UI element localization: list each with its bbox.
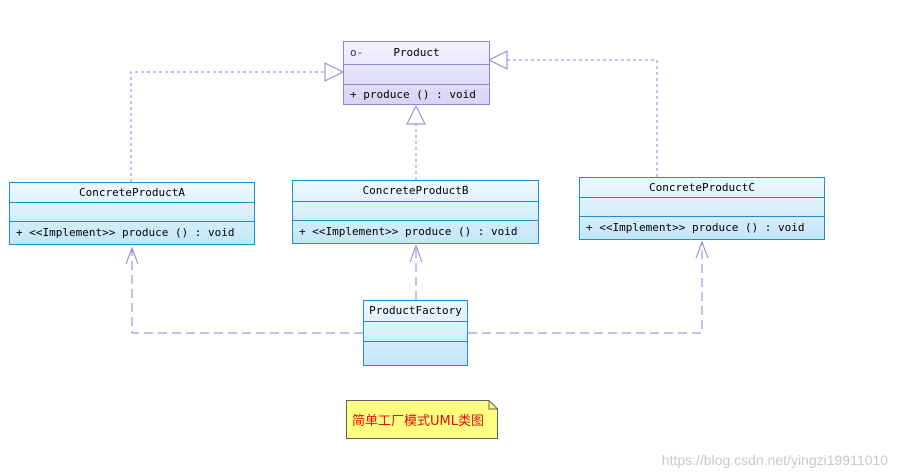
realization-arrowhead-a (324, 62, 345, 82)
concrete-product-a-operation: + <<Implement>> produce () : void (16, 226, 235, 239)
product-factory-operations-row (364, 342, 467, 365)
concrete-product-b-name-row: ConcreteProductB (293, 181, 538, 202)
watermark: https://blog.csdn.net/yingzi19911010 (661, 452, 888, 468)
dependency-arrowhead-c (695, 240, 709, 259)
realization-arrowhead-c (487, 50, 508, 70)
realization-line-c (507, 59, 658, 177)
concrete-product-a-operations-row: + <<Implement>> produce () : void (10, 222, 254, 244)
product-class-name: Product (393, 46, 440, 59)
product-interface-box[interactable]: o- Product + produce () : void (343, 41, 490, 105)
concrete-product-c-box[interactable]: ConcreteProductC + <<Implement>> produce… (579, 177, 825, 240)
dependency-arrowhead-a (125, 246, 139, 265)
concrete-product-a-box[interactable]: ConcreteProductA + <<Implement>> produce… (9, 182, 255, 245)
concrete-product-c-operation: + <<Implement>> produce () : void (586, 221, 805, 234)
product-operations-row: + produce () : void (344, 85, 489, 104)
product-factory-name: ProductFactory (369, 304, 462, 317)
product-factory-attributes-row (364, 322, 467, 342)
dependency-arrowhead-b (409, 244, 423, 263)
dependency-line-a (131, 248, 363, 334)
concrete-product-a-name: ConcreteProductA (79, 186, 185, 199)
concrete-product-b-attributes-row (293, 202, 538, 221)
product-factory-name-row: ProductFactory (364, 301, 467, 322)
concrete-product-c-name-row: ConcreteProductC (580, 178, 824, 198)
concrete-product-c-name: ConcreteProductC (649, 181, 755, 194)
concrete-product-c-attributes-row (580, 198, 824, 217)
realization-arrowhead-b (406, 104, 426, 125)
concrete-product-a-name-row: ConcreteProductA (10, 183, 254, 203)
note-shape (346, 400, 498, 439)
product-factory-box[interactable]: ProductFactory (363, 300, 468, 366)
dependency-line-c (468, 242, 703, 334)
concrete-product-b-operations-row: + <<Implement>> produce () : void (293, 221, 538, 243)
interface-icon: o- (350, 46, 364, 59)
concrete-product-c-operations-row: + <<Implement>> produce () : void (580, 217, 824, 239)
product-attributes-row (344, 65, 489, 85)
product-name-row: o- Product (344, 42, 489, 65)
diagram-note[interactable]: 简单工厂模式UML类图 (346, 400, 498, 439)
concrete-product-b-name: ConcreteProductB (362, 184, 469, 197)
note-text: 简单工厂模式UML类图 (352, 413, 484, 429)
concrete-product-b-operation: + <<Implement>> produce () : void (299, 225, 518, 238)
product-operation: + produce () : void (350, 88, 476, 101)
concrete-product-b-box[interactable]: ConcreteProductB + <<Implement>> produce… (292, 180, 539, 244)
concrete-product-a-attributes-row (10, 203, 254, 222)
realization-line-a (130, 71, 325, 182)
